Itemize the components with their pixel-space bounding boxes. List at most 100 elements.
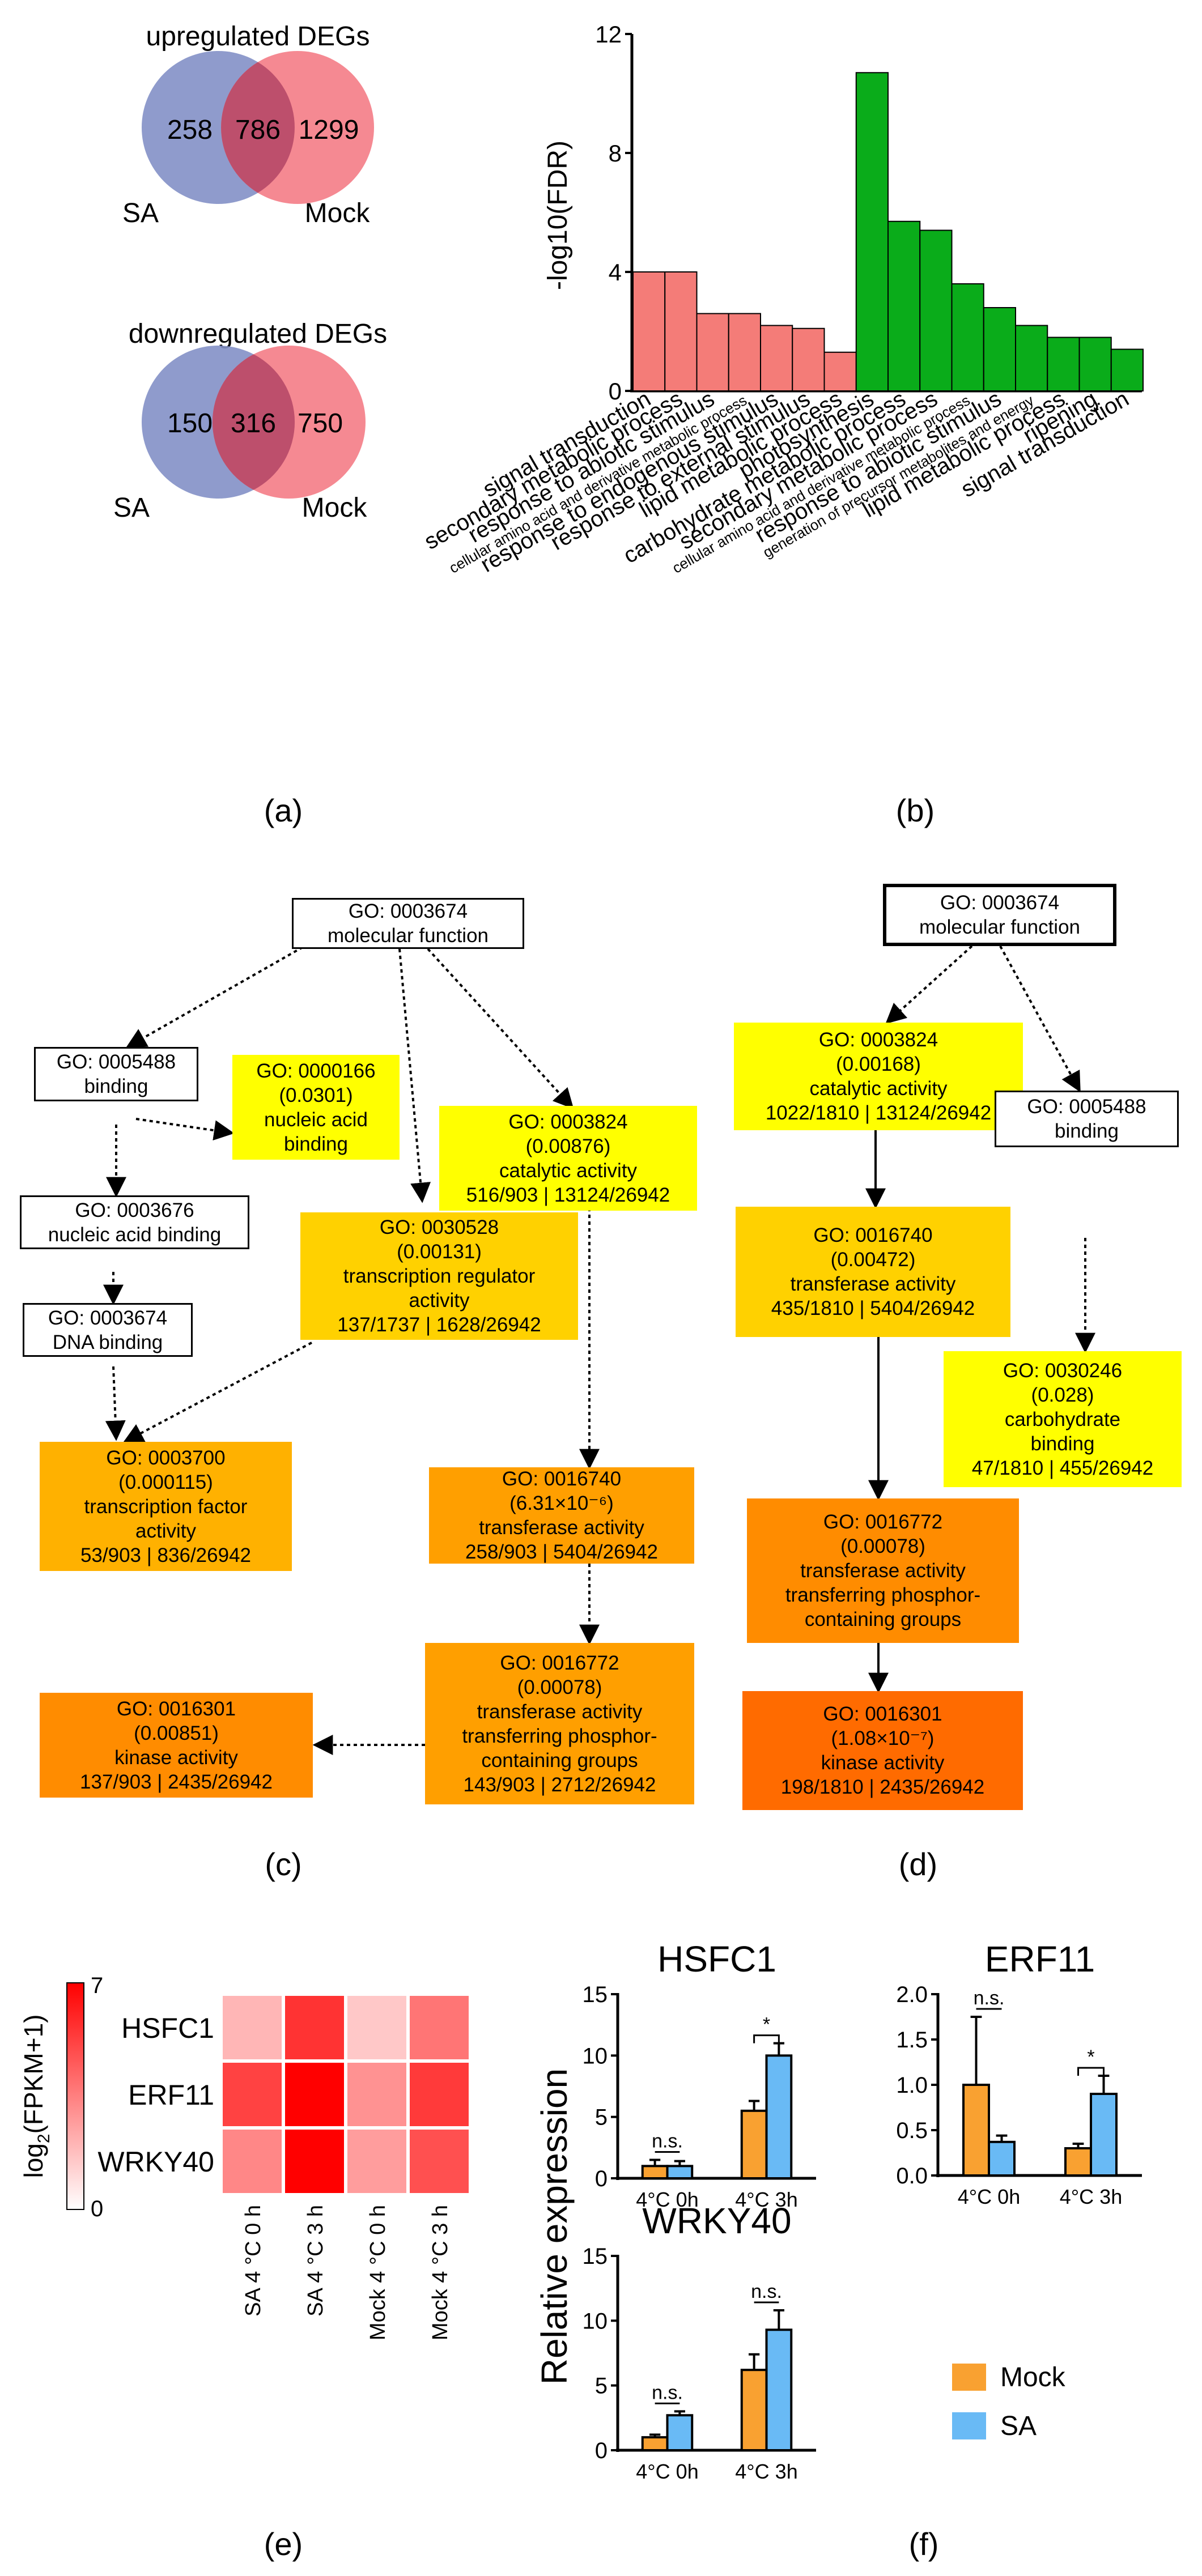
go-line: GO: 0003700 <box>106 1446 226 1469</box>
edge-c-mf-binding <box>125 939 315 1048</box>
go-d-box-kinase-activity: GO: 0016301 (1.08×10⁻⁷) kinase activity … <box>742 1691 1023 1810</box>
edge-c-mf-catalytic <box>427 948 574 1109</box>
go-d-box-catalytic-activity: GO: 0003824 (0.00168) catalytic activity… <box>734 1023 1023 1130</box>
qpcr-panel-title: HSFC1 <box>657 1939 776 1979</box>
go-c-box-binding: GO: 0005488 binding <box>34 1047 198 1101</box>
go-line: binding <box>1030 1432 1095 1455</box>
qpcr-bar <box>962 2084 990 2177</box>
venn-up-overlap-region <box>221 62 295 193</box>
heatmap-legend-min: 0 <box>91 2196 103 2221</box>
qpcr-bar <box>988 2140 1016 2177</box>
go-line: GO: 0003676 <box>75 1199 194 1221</box>
heatmap-legend-max: 7 <box>91 1973 103 1998</box>
go-line: 258/903 | 5404/26942 <box>465 1541 658 1563</box>
go-line: (1.08×10⁻⁷) <box>831 1727 935 1749</box>
go-line: carbohydrate <box>1004 1408 1121 1430</box>
heatmap-cell <box>282 2126 347 2196</box>
venn-down-only-mock: 750 <box>298 408 343 438</box>
chart-b-ytick-label: 0 <box>609 378 622 405</box>
edge-d-mf-binding <box>999 946 1081 1093</box>
go-c-box-dna-binding: GO: 0003674 DNA binding <box>23 1303 193 1357</box>
qpcr-ytick-label: 10 <box>583 2043 608 2068</box>
heatmap-column-label: Mock 4 °C 3 h <box>428 2205 452 2340</box>
panel-label-a: (a) <box>264 793 303 828</box>
go-line: GO: 0016301 <box>116 1697 236 1720</box>
qpcr-ytick-label: 0.5 <box>896 2118 928 2143</box>
chart-b-ytick-label: 12 <box>595 21 622 48</box>
heatmap-legend-gradient <box>66 1982 84 2210</box>
venn-up-overlap: 786 <box>235 115 281 145</box>
heatmap-cell <box>219 1992 285 2063</box>
heatmap-column-label: SA 4 °C 3 h <box>304 2205 328 2317</box>
heatmap-cell <box>406 1992 472 2063</box>
heatmap-cell <box>282 1992 347 2063</box>
heatmap-row-label: WRKY40 <box>97 2146 214 2178</box>
go-c-box-nucleic-acid-binding-parent: GO: 0003676 nucleic acid binding <box>20 1195 249 1249</box>
go-line: 1022/1810 | 13124/26942 <box>765 1102 992 1124</box>
go-line: GO: 0016772 <box>823 1511 943 1533</box>
chart-b-ylabel: -log10(FDR) <box>543 140 573 290</box>
edge-c-binding-nucacid <box>135 1118 235 1141</box>
qpcr-ytick-label: 5 <box>595 2105 608 2130</box>
go-line: (0.00078) <box>840 1535 925 1557</box>
go-line: activity <box>409 1289 470 1312</box>
go-line: DNA binding <box>52 1331 163 1353</box>
qpcr-significance-label: n.s. <box>652 2382 683 2403</box>
legend-sa-label: SA <box>1000 2411 1037 2441</box>
go-d-box-binding: GO: 0005488 binding <box>995 1091 1179 1147</box>
qpcr-bar <box>666 2414 694 2451</box>
go-line: kinase activity <box>821 1752 945 1774</box>
go-line: GO: 0016301 <box>823 1703 942 1725</box>
venn-down-label-sa: SA <box>113 493 150 523</box>
go-line: (0.00851) <box>134 1722 219 1744</box>
panel-a-venn-up: upregulated DEGs 258 786 1299 SA Mock <box>122 22 374 228</box>
qpcr-bar <box>765 2054 793 2179</box>
chart-b-bar <box>728 313 761 391</box>
panel-c-edges <box>103 939 600 1755</box>
chart-b-bar <box>855 72 889 391</box>
go-line: binding <box>1055 1120 1119 1142</box>
go-line: containing groups <box>804 1608 962 1630</box>
go-line: transcription regulator <box>343 1265 536 1287</box>
go-line: GO: 0016772 <box>500 1651 619 1674</box>
go-line: GO: 0003674 <box>348 900 468 922</box>
go-c-box-nucleic-acid-binding: GO: 0000166 (0.0301) nucleic acid bindin… <box>232 1055 400 1160</box>
panel-label-c: (c) <box>265 1846 301 1882</box>
heatmap-cell <box>344 2126 410 2196</box>
qpcr-significance-label: n.s. <box>751 2281 782 2302</box>
go-c-box-transcription-regulator: GO: 0030528 (0.00131) transcription regu… <box>300 1212 578 1340</box>
go-line: molecular function <box>919 916 1081 938</box>
qpcr-category-label: 4°C 3h <box>735 2460 797 2483</box>
legend-mock-label: Mock <box>1000 2362 1066 2392</box>
chart-b-bar <box>919 229 953 391</box>
go-line: (0.00168) <box>836 1053 921 1075</box>
qpcr-bar <box>1090 2093 1118 2177</box>
go-line: 137/1737 | 1628/26942 <box>337 1314 541 1336</box>
panel-label-d: (d) <box>899 1846 937 1882</box>
go-c-box-catalytic-activity: GO: 0003824 (0.00876) catalytic activity… <box>439 1106 697 1211</box>
go-line: GO: 0003824 <box>508 1110 628 1133</box>
venn-up-label-sa: SA <box>122 198 159 228</box>
go-d-box-molecular-function: GO: 0003674 molecular function <box>883 884 1116 946</box>
heatmap-cell <box>344 2059 410 2130</box>
go-line: transferase activity <box>477 1700 643 1723</box>
qpcr-bar <box>740 2109 768 2179</box>
chart-b-bar <box>1078 337 1112 391</box>
edge-c-mf-transreg <box>398 948 431 1203</box>
go-line: GO: 0030246 <box>1003 1359 1123 1382</box>
go-line: GO: 0003674 <box>48 1306 168 1329</box>
go-line: GO: 0005488 <box>1027 1096 1146 1118</box>
qpcr-bar <box>641 2165 669 2179</box>
panel-label-b: (b) <box>896 793 935 828</box>
heatmap-row-label: HSFC1 <box>121 2012 214 2044</box>
go-line: transcription factor <box>84 1495 248 1518</box>
go-line: transferase activity <box>800 1560 966 1582</box>
qpcr-ytick-label: 5 <box>595 2374 608 2399</box>
heatmap-cell <box>406 2059 472 2130</box>
go-line: (0.000115) <box>118 1471 213 1493</box>
qpcr-bar <box>765 2328 793 2451</box>
panel-d-edges <box>865 945 1095 1693</box>
chart-b-ytick-label: 8 <box>609 140 622 167</box>
venn-down-title: downregulated DEGs <box>129 319 387 349</box>
